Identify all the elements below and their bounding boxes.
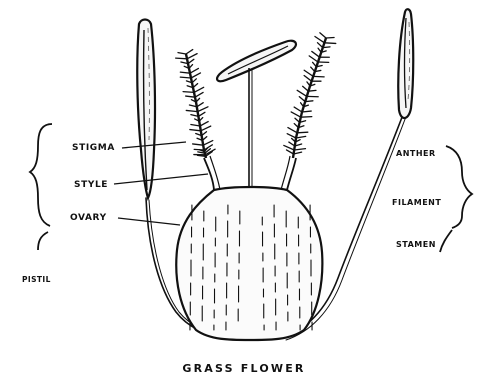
left-style-inner bbox=[210, 156, 220, 190]
right-anther bbox=[398, 9, 413, 118]
diagram-title: GRASS FLOWER bbox=[182, 362, 305, 375]
anther-label: ANTHER bbox=[396, 149, 436, 158]
left-anther bbox=[137, 20, 155, 199]
stigma-label: STIGMA bbox=[72, 143, 115, 153]
ovary bbox=[176, 187, 322, 340]
ovary-leader bbox=[118, 218, 180, 225]
ovary-label: OVARY bbox=[70, 213, 107, 223]
stamen-brace bbox=[440, 146, 472, 252]
styles bbox=[204, 156, 296, 190]
style-leader bbox=[114, 174, 208, 184]
stamen-label: STAMEN bbox=[396, 240, 436, 249]
left-stigma bbox=[176, 50, 215, 158]
pistil-brace bbox=[30, 124, 52, 250]
filament-label: FILAMENT bbox=[392, 198, 441, 207]
top-anther bbox=[217, 41, 296, 82]
right-stigma bbox=[284, 33, 336, 158]
pistil-label: PISTIL bbox=[22, 275, 51, 284]
style-label: STYLE bbox=[74, 180, 108, 190]
